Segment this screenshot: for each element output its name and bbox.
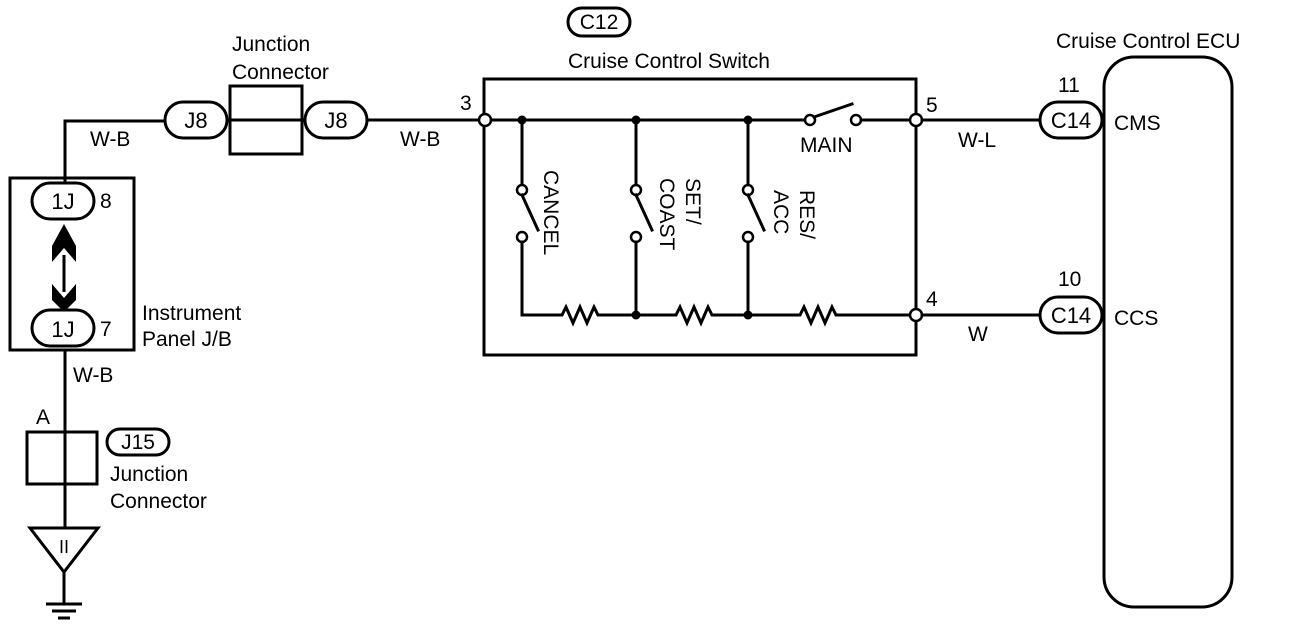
j8-label-line2: Connector xyxy=(232,61,329,84)
wire-label-wl: W-L xyxy=(958,129,996,152)
ecu-pin-10: 10 xyxy=(1058,268,1081,291)
jb-connector-bottom-pill xyxy=(30,308,96,348)
ecu-terminal-cms: CMS xyxy=(1114,112,1161,135)
ground-point-code: II xyxy=(59,537,69,557)
jb-pin-top: 8 xyxy=(100,190,112,213)
set-blade xyxy=(634,193,654,232)
main-switch-label: MAIN xyxy=(800,134,853,157)
wire-jb-to-j8 xyxy=(63,119,167,182)
j8-left-code: J8 xyxy=(184,108,207,133)
set-label-line1: SET/ xyxy=(681,178,704,225)
switch-pin-3: 3 xyxy=(460,92,472,115)
c14-top-pill xyxy=(1038,100,1104,140)
switch-code-pill xyxy=(566,6,632,38)
jb-label-line2: Panel J/B xyxy=(142,328,232,351)
node-res-bottom xyxy=(743,310,753,320)
terminal-pin-3 xyxy=(477,112,493,128)
terminal-pin-5 xyxy=(908,112,924,128)
wire-label-w: W xyxy=(968,323,988,346)
ground-point-triangle xyxy=(26,526,102,575)
cancel-blade xyxy=(520,193,540,232)
ecu-title: Cruise Control ECU xyxy=(1056,30,1240,53)
ecu-pin-11: 11 xyxy=(1058,74,1080,97)
wire-label-wb-j8: W-B xyxy=(400,128,440,151)
ecu-terminal-ccs: CCS xyxy=(1114,307,1158,330)
j8-label-line1: Junction xyxy=(232,33,310,56)
junction-connector-j8: Junction Connector J8 J8 W-B xyxy=(163,33,482,156)
j8-right-code: J8 xyxy=(324,108,347,133)
c14-bottom-pill xyxy=(1038,295,1104,335)
jb-label-line1: Instrument xyxy=(142,302,241,325)
j15-code: J15 xyxy=(121,431,155,454)
jb-internal-arrow-down xyxy=(52,284,76,312)
instrument-panel-jb-box xyxy=(8,176,136,352)
jb-internal-arrow-up xyxy=(52,224,76,262)
ground-side-circuit: W-B 1J 8 1J 7 Instrument Panel J/B W-B A… xyxy=(8,119,241,620)
ecu-body xyxy=(1102,55,1234,609)
j15-code-pill xyxy=(105,427,171,457)
res-label-line2: ACC xyxy=(769,190,792,234)
j15-pin-a: A xyxy=(36,406,50,429)
cruise-control-switch: C12 Cruise Control Switch 3 5 4 MAIN CAN… xyxy=(460,6,938,357)
jb-connector-top-code: 1J xyxy=(51,189,74,214)
res-label-line1: RES/ xyxy=(795,190,818,239)
wire-label-wb-top: W-B xyxy=(90,128,130,151)
terminal-pin-4 xyxy=(908,307,924,323)
resistor-ladder xyxy=(520,303,913,327)
j15-label-line2: Connector xyxy=(110,490,207,513)
switch-code: C12 xyxy=(580,11,619,34)
c14-top-code: C14 xyxy=(1051,108,1091,133)
node-set-bottom xyxy=(631,310,641,320)
wire-label-wb-bottom: W-B xyxy=(73,364,113,387)
cancel-label: CANCEL xyxy=(539,170,562,255)
j15-junction-box xyxy=(25,430,99,486)
cruise-control-ecu: Cruise Control ECU W-L 11 C14 CMS W 10 C… xyxy=(920,30,1240,609)
jb-pin-bottom: 7 xyxy=(100,318,112,341)
main-switch-blade xyxy=(812,102,854,119)
jb-connector-top-pill xyxy=(30,181,96,221)
switch-housing xyxy=(482,77,918,357)
set-label-line2: COAST xyxy=(655,178,678,251)
res-blade xyxy=(746,193,766,232)
jb-connector-bottom-code: 1J xyxy=(51,317,74,342)
main-switch-contact-left xyxy=(803,113,817,127)
switch-title: Cruise Control Switch xyxy=(568,50,770,73)
switch-pin-4: 4 xyxy=(926,288,938,311)
j15-label-line1: Junction xyxy=(110,463,188,486)
c14-bottom-code: C14 xyxy=(1051,303,1091,328)
switch-pin-5: 5 xyxy=(926,94,938,117)
